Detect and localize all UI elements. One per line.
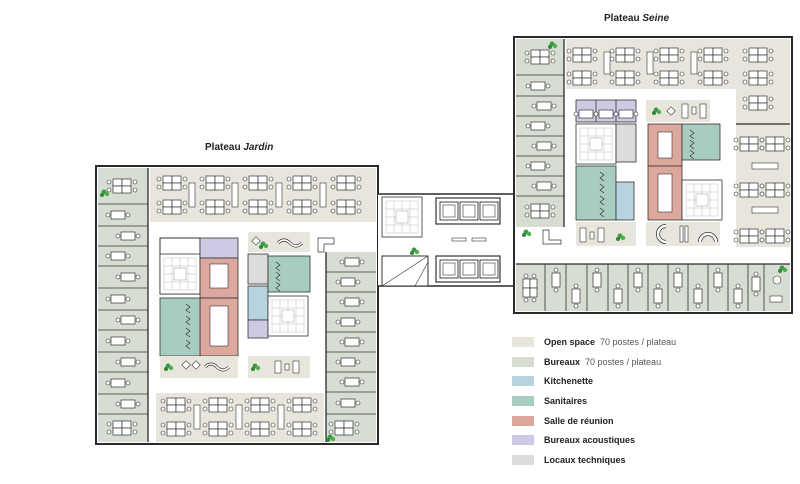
title-prefix: Plateau (205, 142, 241, 153)
kitchenette-seine (615, 181, 635, 221)
plateau-jardin (95, 165, 379, 445)
locaux-techniques-jardin (247, 253, 269, 285)
legend-label: Bureaux (544, 356, 581, 367)
legend-item-kitchenette: Kitchenette (512, 371, 676, 391)
bureaux-seine-left (516, 39, 565, 227)
legend-swatch (512, 415, 534, 426)
sanitaires-jardin-2 (267, 255, 311, 293)
legend-label: Salle de réunion (544, 415, 614, 426)
legend: Open space 70 postes / plateau Bureaux 7… (512, 332, 676, 470)
sanitaires-seine-1 (575, 165, 617, 221)
legend-item-open-space: Open space 70 postes / plateau (512, 332, 676, 352)
legend-label: Bureaux acoustiques (544, 435, 636, 446)
title-name: Jardin (243, 142, 274, 153)
sanitaires-jardin-1 (159, 297, 201, 357)
desks-jardin-bottom (160, 397, 318, 437)
bureaux-acoustiques-jardin (199, 237, 239, 259)
legend-item-bureaux: Bureaux 70 postes / plateau (512, 352, 676, 372)
legend-label: Kitchenette (544, 376, 594, 387)
desks-seine-top (566, 47, 774, 111)
title-name: Seine (642, 13, 670, 24)
plateau-jardin-title: Plateau Jardin (205, 142, 273, 153)
core-seine-right (646, 100, 723, 246)
title-prefix: Plateau (604, 13, 640, 24)
kitchenette-jardin (247, 285, 269, 321)
plateau-seine (513, 36, 793, 314)
legend-swatch (512, 454, 534, 465)
legend-item-locaux-techniques: Locaux techniques (512, 450, 676, 470)
legend-swatch (512, 336, 534, 347)
bureaux-jardin-left (98, 168, 149, 442)
legend-label: Locaux techniques (544, 454, 626, 465)
core-seine-left (522, 99, 639, 246)
plateau-seine-title: Plateau Seine (604, 13, 669, 24)
legend-swatch (512, 395, 534, 406)
legend-label: Sanitaires (544, 395, 588, 406)
core-jardin-left (159, 237, 239, 378)
desks-seine-right (733, 136, 791, 244)
legend-note: 70 postes / plateau (600, 336, 677, 347)
desks-jardin-top (156, 175, 362, 215)
legend-item-salle-reunion: Salle de réunion (512, 411, 676, 431)
legend-swatch (512, 376, 534, 387)
legend-item-sanitaires: Sanitaires (512, 391, 676, 411)
legend-swatch (512, 435, 534, 446)
legend-note: 70 postes / plateau (585, 356, 662, 367)
core-jardin-right (247, 232, 335, 378)
legend-swatch (512, 356, 534, 367)
legend-label: Open space (544, 336, 596, 347)
bureaux-jardin-right (325, 252, 376, 442)
sanitaires-seine-2 (681, 123, 721, 161)
legend-item-bureaux-acoustiques: Bureaux acoustiques (512, 430, 676, 450)
central-core (378, 193, 514, 287)
bureaux-seine-bottom (516, 263, 790, 311)
